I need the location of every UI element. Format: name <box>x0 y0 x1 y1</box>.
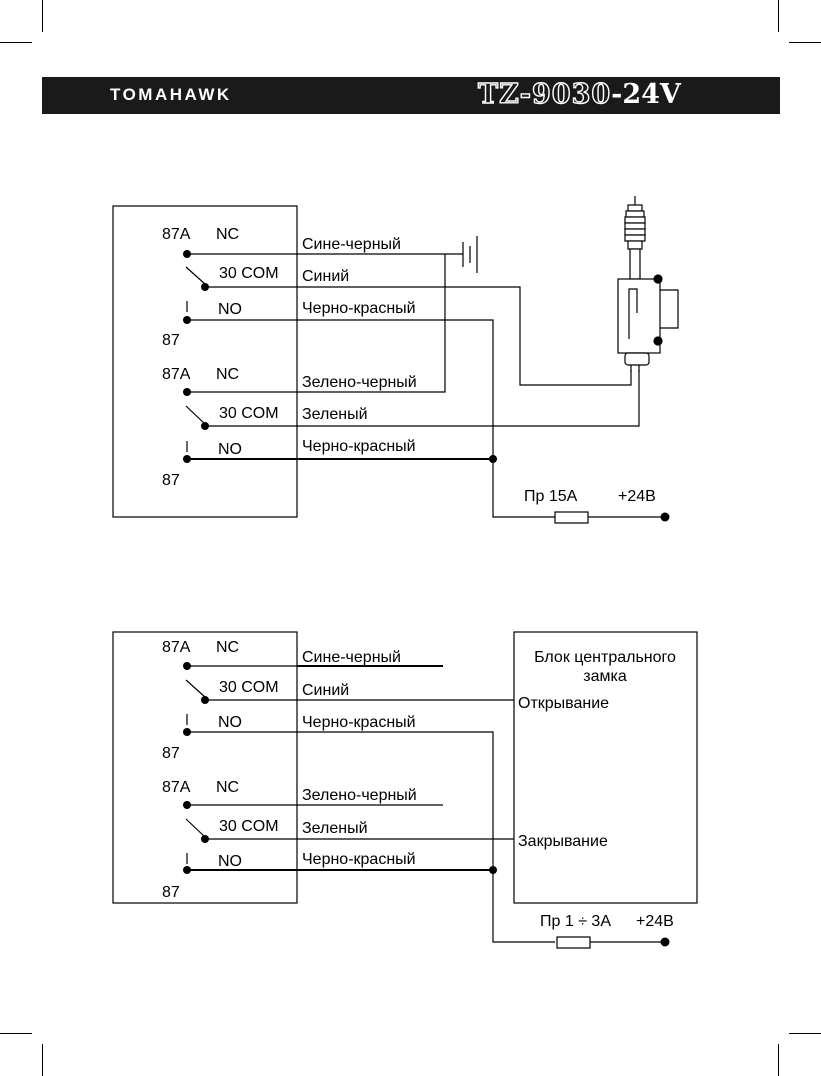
pin-label: 87 <box>162 884 180 901</box>
junction-dot <box>201 422 209 430</box>
pin-label: 87 <box>162 332 180 349</box>
open-label: Открывание <box>518 695 609 712</box>
junction-dot <box>489 866 497 874</box>
relay-switch <box>185 266 206 285</box>
junction-dot <box>201 696 209 704</box>
pin-label: 87A <box>162 226 191 243</box>
crop-mark <box>0 1033 32 1034</box>
fuse-label: Пр 1 ÷ 3А <box>540 913 611 930</box>
pin-label: NC <box>216 226 239 243</box>
pin-label: 30 COM <box>219 405 279 422</box>
model-voltage: -24V <box>611 79 681 110</box>
crop-mark <box>778 0 779 32</box>
relay-bottom: 87A NC 30 COM NO 87 <box>162 366 279 489</box>
wire-label: Зеленый <box>302 820 368 837</box>
pin-label: 30 COM <box>219 265 279 282</box>
crop-mark <box>789 42 821 43</box>
power-label: +24В <box>636 913 674 930</box>
wire-label: Сине-черный <box>302 236 401 253</box>
junction-dot <box>183 728 191 736</box>
pin-label: 87A <box>162 779 191 796</box>
junction-dot <box>201 835 209 843</box>
wire-label: Зеленый <box>302 406 368 423</box>
fuse-icon <box>556 936 591 949</box>
junction-dot <box>489 455 497 463</box>
pin-label: NC <box>216 639 239 656</box>
block-title: Блок центрального <box>534 649 676 666</box>
wire-label: Черно-красный <box>302 438 416 455</box>
junction-dot <box>183 455 191 463</box>
junction-dot <box>183 388 191 396</box>
wire-label: Зелено-черный <box>302 374 417 391</box>
power-terminal-dot <box>660 937 670 947</box>
power-terminal-dot <box>660 512 670 522</box>
pin-label: NO <box>218 301 242 318</box>
junction-dot <box>183 662 191 670</box>
power-label: +24В <box>618 488 656 505</box>
brand-logo: TOMAHAWK <box>110 85 232 104</box>
junction-dot <box>183 250 191 258</box>
relay-top: 87A NC 30 COM NO 87 <box>162 226 279 349</box>
relay-switch <box>185 818 206 838</box>
pin-label: 30 COM <box>219 818 279 835</box>
pin-label: NO <box>218 441 242 458</box>
relay-top: 87A NC 30 COM NO 87 <box>162 639 279 762</box>
wire-label: Черно-красный <box>302 300 416 317</box>
central-lock-block <box>513 631 698 904</box>
block-title: замка <box>583 668 627 685</box>
relay-module-box <box>112 205 298 518</box>
wire-label: Черно-красный <box>302 714 416 731</box>
pin-label: 87A <box>162 639 191 656</box>
pin-label: 30 COM <box>219 679 279 696</box>
fuse-icon <box>554 511 589 524</box>
ground-icon <box>462 236 478 273</box>
close-label: Закрывание <box>518 833 608 850</box>
wire-label: Зелено-черный <box>302 787 417 804</box>
junction-dot <box>183 866 191 874</box>
pin-label: 87 <box>162 472 180 489</box>
fuse-label: Пр 15А <box>524 488 578 505</box>
crop-mark <box>0 42 32 43</box>
model-title: TZ-9030-24V <box>477 78 681 112</box>
diagram-door-actuator: 87A NC 30 COM NO 87 87A NC 30 COM NO 87 … <box>112 196 679 524</box>
wire-label: Сине-черный <box>302 649 401 666</box>
wires <box>187 665 665 943</box>
pin-label: NO <box>218 714 242 731</box>
diagram-central-lock: 87A NC 30 COM NO 87 87A NC 30 COM NO 87 … <box>112 631 698 949</box>
crop-mark <box>42 1044 43 1076</box>
relay-module-box <box>112 631 298 904</box>
junction-dot <box>201 283 209 291</box>
crop-mark <box>42 0 43 32</box>
pin-label: 87 <box>162 745 180 762</box>
header-bar <box>42 77 780 114</box>
junction-dot <box>183 316 191 324</box>
wire-black-red <box>187 731 555 943</box>
pin-label: 87A <box>162 366 191 383</box>
wire-green <box>205 370 640 427</box>
door-actuator-icon <box>617 196 679 372</box>
crop-mark <box>778 1044 779 1076</box>
pin-label: NC <box>216 779 239 796</box>
model-name: TZ-9030 <box>477 78 612 110</box>
relay-bottom: 87A NC 30 COM NO 87 <box>162 779 279 901</box>
wire-label: Черно-красный <box>302 851 416 868</box>
wire-blue <box>205 286 632 386</box>
wire-label: Синий <box>302 268 349 285</box>
junction-dot <box>183 801 191 809</box>
pin-label: NC <box>216 366 239 383</box>
wire-label: Синий <box>302 682 349 699</box>
relay-switch <box>185 679 206 698</box>
wire-black-red <box>187 319 555 518</box>
relay-switch <box>185 405 206 425</box>
crop-mark <box>789 1033 821 1034</box>
pin-label: NO <box>218 853 242 870</box>
wires <box>187 253 665 518</box>
wire-green-black <box>297 254 446 393</box>
